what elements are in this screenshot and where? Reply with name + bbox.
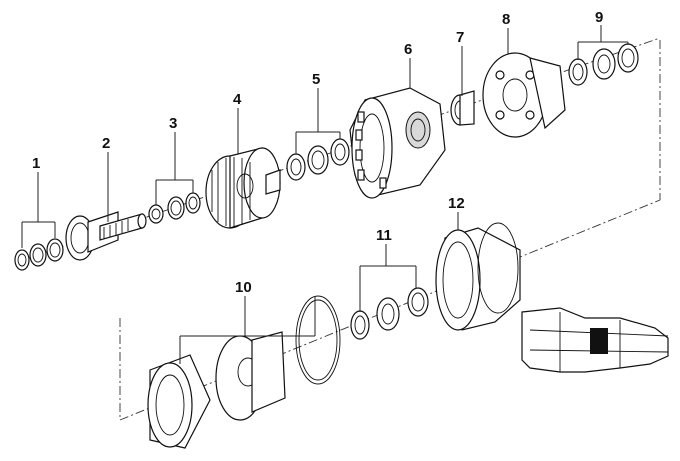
part-6-clutch-housing [349,87,446,199]
callout-4: 4 [233,91,242,108]
part-10-ring-gear-assembly [147,295,341,449]
callout-5: 5 [312,71,320,88]
part-2-input-shaft [65,211,147,261]
callout-2: 2 [102,135,110,152]
locator-highlight [590,328,608,354]
housing-slots [355,111,387,189]
callout-9: 9 [595,9,603,26]
part-7-hub [450,90,475,126]
part-4-gear-drum [205,147,281,229]
callout-7: 7 [456,29,464,46]
part-5-bearing [286,138,350,181]
shaft-splines [103,219,129,239]
leader-lines [21,25,629,364]
part-11-bearing [350,287,429,340]
callout-11: 11 [376,227,392,244]
part-1-washers [14,238,64,271]
locator-inset [521,307,669,373]
gear-teeth-4 [211,157,251,227]
part-8-planet-carrier [482,52,566,138]
part-12-ring-gear [435,222,521,331]
callout-6: 6 [404,41,412,58]
callout-labels: 1 2 3 4 5 6 7 8 9 10 11 12 [32,9,603,296]
callout-12: 12 [448,195,465,212]
part-9-washers [568,43,639,86]
part-3-washers [148,192,201,224]
callout-8: 8 [502,11,510,28]
callout-10: 10 [235,279,252,296]
callout-1: 1 [32,155,40,172]
callout-3: 3 [169,115,177,132]
